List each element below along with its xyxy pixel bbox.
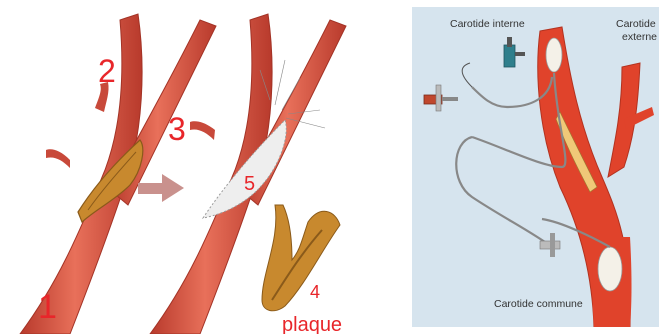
label-4: 4: [310, 282, 320, 302]
endarterectomy-svg: 1 2 3 4 5 plaque: [0, 0, 400, 334]
label-1: 1: [38, 288, 57, 326]
label-3: 3: [168, 111, 186, 147]
label-carotide-commune: Carotide commune: [494, 298, 583, 310]
label-5: 5: [244, 173, 255, 195]
step-arrow: [138, 174, 184, 202]
label-carotide-externe-2: externe: [622, 31, 657, 43]
label-carotide-externe-1: Carotide: [616, 18, 656, 30]
carotid-shunt-illustration: Carotide interne Carotide externe Caroti…: [412, 7, 659, 327]
label-plaque: plaque: [282, 314, 342, 334]
upper-balloon: [546, 38, 562, 72]
endarterectomy-illustration: 1 2 3 4 5 plaque: [0, 0, 400, 334]
carotid-shunt-svg: Carotide interne Carotide externe Caroti…: [412, 7, 659, 327]
lower-balloon: [598, 247, 622, 291]
removed-plaque: [262, 205, 340, 311]
label-2: 2: [98, 53, 116, 89]
label-carotide-interne: Carotide interne: [450, 18, 525, 30]
